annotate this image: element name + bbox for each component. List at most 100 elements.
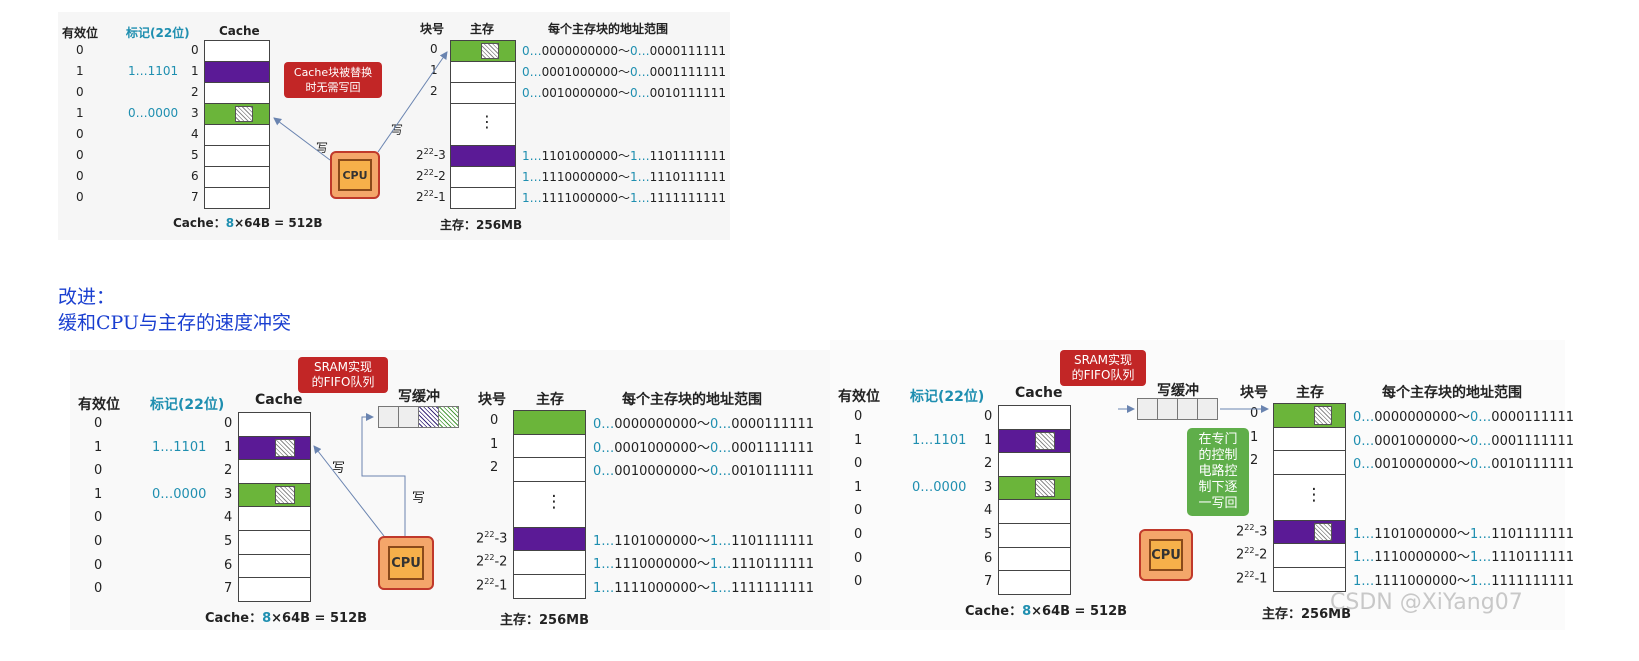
valid-bit-value: 0	[94, 510, 103, 526]
cache-caption-count: 8	[1022, 604, 1032, 619]
improvement-heading: 改进：	[58, 286, 116, 308]
range-part: 1…	[1353, 550, 1375, 566]
write-buffer-slot	[1197, 398, 1218, 420]
address-range: 0…0010000000～0…0010111111	[593, 460, 814, 479]
memory-block-tail-1	[513, 550, 586, 575]
range-part: 0000000000	[541, 44, 618, 58]
valid-bit-value: 1	[76, 106, 84, 120]
valid-bit-value: 1	[94, 486, 103, 502]
valid-bit-value: 0	[854, 550, 863, 566]
cpu-label: CPU	[1149, 539, 1183, 571]
memory-gap-block	[513, 480, 586, 528]
cache-caption-count: 8	[225, 216, 235, 230]
exp-base: 2	[416, 169, 424, 183]
memory-block-tail-2	[513, 574, 586, 599]
range-part: 1111000000	[1374, 574, 1457, 589]
callout-line: SRAM实现	[313, 360, 373, 374]
cache-line-7	[204, 187, 270, 209]
cache-tag-value: 1…1101	[128, 64, 179, 78]
range-part: 0010000000	[1374, 457, 1457, 473]
cache-row-index: 2	[191, 85, 199, 99]
address-range: 1…1110000000～1…1110111111	[522, 168, 726, 185]
memory-block-number: 222-1	[416, 189, 446, 204]
callout-line: 电路控	[1198, 464, 1238, 479]
cache-caption-size: ×64B = 512B	[1031, 604, 1128, 619]
address-range-header: 每个主存块的地址范围	[548, 22, 669, 36]
exp-base: 2	[1236, 524, 1245, 540]
exp-suffix: -3	[494, 531, 508, 547]
callout-line: 的FIFO队列	[1071, 368, 1135, 382]
cache-row-index: 2	[224, 463, 233, 479]
range-part: 1101111111	[731, 533, 815, 549]
tag-header: 标记(22位)	[126, 26, 190, 40]
callout-line: 的FIFO队列	[311, 375, 375, 389]
write-label: 写	[391, 123, 404, 137]
range-part: 0000111111	[649, 44, 727, 58]
range-part: 1…	[1353, 526, 1375, 542]
controller-writeback-callout: 在专门 的控制 电路控 制下逐 一写回	[1187, 428, 1249, 516]
range-part: ～	[1457, 457, 1471, 473]
cache-row-index: 3	[984, 479, 993, 495]
valid-bit-value: 1	[94, 439, 103, 455]
range-part: 0010111111	[649, 86, 727, 100]
range-part: 1111000000	[614, 581, 697, 596]
cache-row-index: 6	[191, 169, 199, 183]
range-part: ～	[618, 44, 631, 58]
cache-caption: Cache：8×64B = 512B	[205, 607, 367, 626]
range-part: 1…	[593, 557, 615, 573]
memory-block-tail-0	[513, 526, 586, 552]
range-part: 0…	[593, 464, 615, 480]
write-buffer-label: 写缓冲	[1157, 383, 1199, 399]
cache-line-3	[204, 103, 270, 125]
write-label: 写	[332, 461, 346, 476]
valid-bit-value: 1	[76, 64, 84, 78]
range-part: 1…	[1470, 574, 1492, 589]
range-part: 0…	[630, 44, 650, 58]
dirty-hatch	[1035, 431, 1055, 451]
memory-block-number: 222-3	[476, 530, 507, 546]
cache-caption-label: Cache：	[965, 604, 1023, 619]
address-range: 0…0001000000～0…0001111111	[1353, 430, 1574, 449]
range-part: 1110111111	[1491, 550, 1575, 566]
callout-line: 在专门	[1198, 432, 1238, 447]
cache-row-index: 5	[191, 148, 199, 162]
dirty-hatch	[275, 438, 295, 458]
memory-gap-block	[1273, 473, 1346, 521]
range-part: 0…	[593, 440, 615, 456]
range-part: ～	[697, 581, 711, 596]
cpu-label: CPU	[338, 159, 372, 191]
cache-row-index: 1	[191, 64, 199, 78]
range-part: 1…	[593, 533, 615, 549]
memory-block-number: 0	[430, 42, 438, 56]
cache-row-index: 4	[984, 503, 993, 519]
memory-block-number: 0	[1250, 406, 1259, 421]
cpu-chip-icon: CPU	[1139, 529, 1193, 581]
address-range: 1…1110000000～1…1110111111	[1353, 546, 1574, 565]
cache-row-index: 1	[984, 432, 993, 448]
exp-suffix: -3	[1254, 524, 1268, 540]
range-part: 0…	[593, 417, 615, 432]
range-part: ～	[618, 86, 631, 100]
cache-caption-size: ×64B = 512B	[271, 611, 368, 626]
arrow-cpu-to-cache	[273, 117, 331, 161]
range-part: ～	[697, 533, 711, 549]
memory-header: 主存	[470, 22, 495, 36]
watermark: CSDN @XiYang07	[1330, 590, 1523, 615]
valid-bit-value: 0	[854, 409, 863, 424]
valid-bit-value: 0	[854, 456, 863, 472]
sram-fifo-callout: SRAM实现 的FIFO队列	[298, 357, 388, 393]
range-part: 0…	[1470, 457, 1492, 473]
valid-bit-value: 0	[94, 463, 103, 479]
range-part: 1111111111	[649, 191, 727, 205]
cpu-label: CPU	[388, 546, 424, 580]
cache-line-7	[238, 577, 311, 602]
range-part: 0…	[522, 86, 542, 100]
block-number-header: 块号	[420, 22, 445, 36]
address-range: 1…1111000000～1…1111111111	[593, 577, 814, 596]
range-part: 1…	[1470, 526, 1492, 542]
range-part: 0…	[1470, 410, 1492, 425]
write-arrows-bottom-left	[313, 413, 406, 537]
valid-bit-value: 0	[94, 534, 103, 549]
range-part: ～	[1457, 410, 1471, 425]
